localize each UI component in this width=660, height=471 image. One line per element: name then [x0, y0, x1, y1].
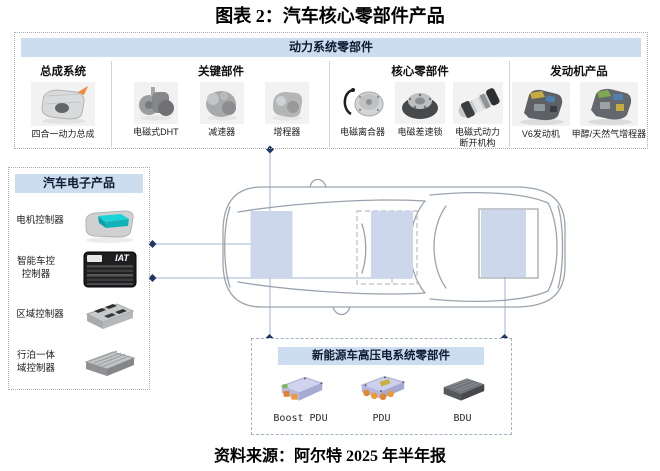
section-title: 发动机产品 [550, 66, 608, 78]
driving-parking-domain-controller-image [84, 350, 136, 376]
product-item: 减速器 [199, 82, 244, 138]
product-label: 智能车控控制器 [16, 255, 55, 280]
electronics-item: 区域控制器 [11, 292, 147, 339]
electronics-box: 汽车电子产品 电机控制器 智能车控控制器 [8, 167, 150, 390]
section-assembly-system: 总成系统 四合一动力总成 [15, 61, 111, 147]
boost-pdu-image [279, 376, 324, 401]
hv-item: PDU [354, 369, 410, 424]
motor-controller-image [85, 209, 134, 243]
product-label: V6发动机 [521, 129, 560, 139]
product-item: 甲醇/天然气增程器 [571, 82, 647, 140]
rear-zone-border [478, 208, 539, 279]
product-label: 行泊一体域控制器 [16, 349, 55, 374]
front-zone [250, 211, 293, 278]
product-item: 电磁式DHT [133, 82, 179, 138]
product-label: 电机控制器 [16, 215, 64, 227]
section-title: 总成系统 [40, 66, 86, 78]
product-item: 增程器 [264, 82, 309, 138]
electronics-item: 电机控制器 [11, 198, 147, 245]
product-item: 电磁离合器 [337, 82, 388, 138]
high-voltage-box: 新能源车高压电系统零部件 Boost PDU [251, 338, 512, 435]
connector-markers [148, 145, 509, 342]
product-label: 电磁式DHT [133, 127, 179, 137]
range-extender-image [271, 92, 303, 121]
section-title: 核心零部件 [391, 66, 449, 78]
methanol-gas-range-extender-image [587, 88, 632, 125]
v6-engine-image [519, 89, 564, 125]
section-key-components: 关键部件 电磁式DH [111, 61, 330, 147]
pdu-image [359, 375, 406, 401]
powertrain-header: 动力系统零部件 [21, 38, 641, 57]
em-disconnect-image [458, 88, 500, 118]
em-clutch-image [343, 88, 383, 117]
product-label: 四合一动力总成 [31, 129, 95, 139]
product-label: 减速器 [208, 127, 236, 137]
electronics-item: 智能车控控制器 IAT [11, 245, 147, 292]
bdu-image [443, 378, 484, 401]
hv-item: Boost PDU [273, 369, 329, 424]
product-label: 电磁差速锁 [397, 127, 443, 137]
em-diff-lock-image [402, 93, 438, 119]
assembly-4in1-image [41, 86, 88, 124]
product-label: 电磁离合器 [339, 127, 385, 137]
reducer-image [205, 91, 237, 121]
product-label: 甲醇/天然气增程器 [571, 129, 647, 139]
high-voltage-header: 新能源车高压电系统零部件 [278, 347, 484, 365]
connector-lines [152, 150, 506, 338]
rear-zone [481, 210, 526, 277]
iat-brand-mark: IAT [115, 253, 130, 263]
product-label: 增程器 [273, 127, 301, 137]
product-label: 区域控制器 [16, 309, 64, 321]
electronics-header: 汽车电子产品 [15, 174, 143, 193]
product-item: 电磁式动力断开机构 [452, 82, 503, 150]
car-outline [222, 178, 566, 316]
middle-zone [371, 211, 413, 278]
powertrain-box: 动力系统零部件 总成系统 [14, 32, 648, 149]
source-note: 资料来源：阿尔特 2025 年半年报 [213, 448, 446, 465]
smart-vehicle-controller-image: IAT [83, 251, 137, 287]
figure-title: 图表 2：汽车核心零部件产品 [215, 6, 445, 26]
electronics-item: 行泊一体域控制器 [11, 339, 147, 386]
product-label: Boost PDU [273, 413, 328, 424]
product-label: BDU [453, 413, 472, 424]
zone-controller-image [85, 302, 135, 329]
middle-zone-dashed-border [356, 210, 418, 285]
product-item: 四合一动力总成 [31, 82, 95, 140]
section-engine-products: 发动机产品 V6发动 [509, 61, 648, 147]
component-zones [250, 208, 539, 285]
product-item: 电磁差速锁 [395, 82, 445, 138]
section-core-components: 核心零部件 [329, 61, 510, 150]
product-label: 电磁式动力断开机构 [454, 127, 500, 149]
hv-item: BDU [435, 369, 491, 424]
product-item: V6发动机 [511, 82, 570, 140]
product-label: PDU [372, 413, 391, 424]
section-title: 关键部件 [198, 66, 244, 78]
em-dht-image [138, 87, 174, 121]
